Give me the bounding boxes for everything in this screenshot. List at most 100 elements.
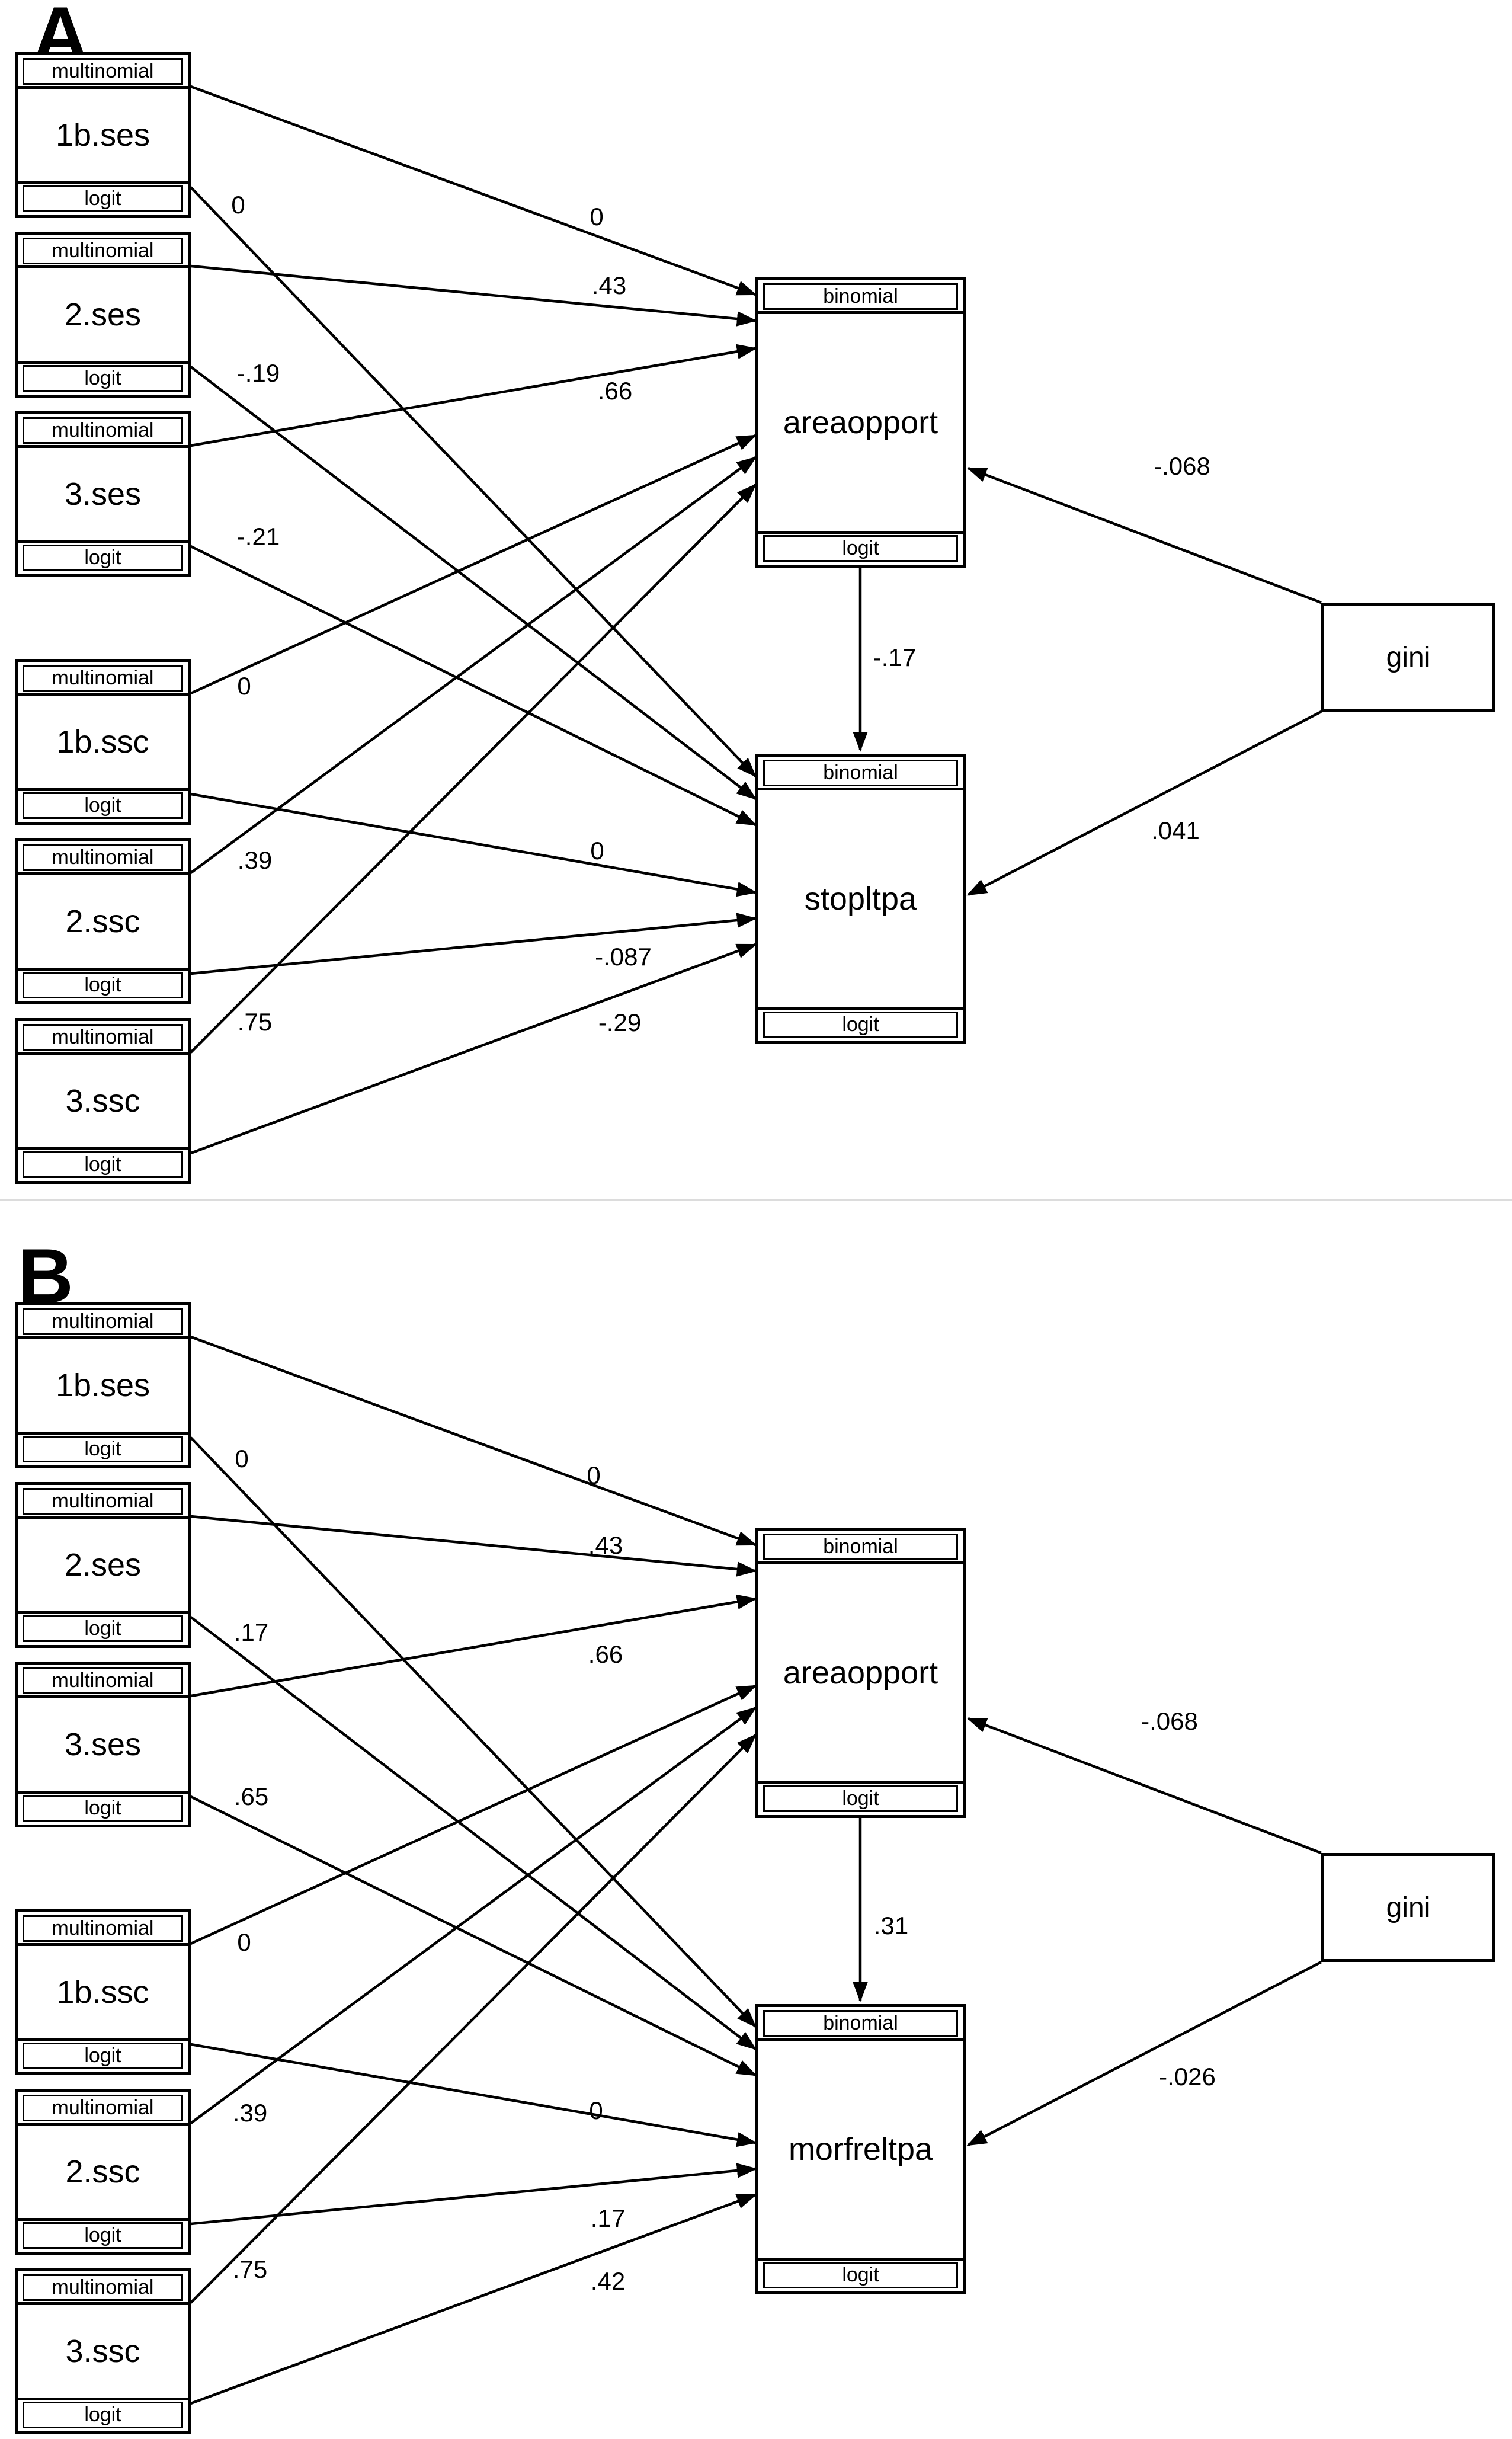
path-2ses-to-morfreltpa-b bbox=[190, 1616, 757, 2050]
coef-gini-areaopport-a: -.068 bbox=[1154, 452, 1210, 480]
path-3ssc-to-stopltpa-a bbox=[190, 943, 757, 1155]
family-band: multinomial bbox=[23, 2274, 183, 2301]
family-band: multinomial bbox=[23, 844, 183, 871]
family-band: binomial bbox=[763, 1534, 958, 1560]
path-2ses-to-areaopport-b bbox=[190, 1515, 757, 1577]
path-1bssc-to-areaopport-b bbox=[190, 1684, 757, 1945]
path-2ssc-to-morfreltpa-b bbox=[190, 2163, 757, 2226]
node-label: 1b.ses bbox=[18, 1336, 188, 1435]
path-gini-to-areaopport-a bbox=[966, 466, 1322, 604]
node-2-ses-a: multinomial 2.ses logit bbox=[15, 232, 191, 398]
node-2-ses-b: multinomial 2.ses logit bbox=[15, 1482, 191, 1648]
path-2ssc-to-stopltpa-a bbox=[190, 913, 757, 975]
path-gini-to-areaopport-b bbox=[966, 1717, 1322, 1855]
node-3-ssc-a: multinomial 3.ssc logit bbox=[15, 1018, 191, 1184]
path-3ses-to-morfreltpa-b bbox=[190, 1795, 757, 2077]
link-band: logit bbox=[23, 365, 183, 392]
path-1bses-to-stopltpa-a bbox=[190, 186, 757, 778]
family-band: multinomial bbox=[23, 58, 183, 85]
node-label: 3.ssc bbox=[18, 2302, 188, 2400]
family-band: multinomial bbox=[23, 417, 183, 444]
coef-1bses-areaopport-b: 0 bbox=[587, 1461, 601, 1489]
node-label: 1b.ses bbox=[18, 86, 188, 184]
path-1bssc-to-areaopport-a bbox=[190, 434, 757, 695]
family-band: binomial bbox=[763, 2010, 958, 2037]
coef-1bses-stopltpa-a: 0 bbox=[231, 191, 245, 219]
coef-3ssc-areaopport-b: .75 bbox=[232, 2255, 268, 2283]
coef-areaopport-morfreltpa-b: .31 bbox=[873, 1912, 909, 1939]
path-3ses-to-areaopport-a bbox=[190, 344, 757, 447]
link-band: logit bbox=[763, 1785, 958, 1812]
coef-1bses-areaopport-a: 0 bbox=[590, 203, 604, 231]
node-label: 1b.ssc bbox=[18, 1943, 188, 2041]
node-2-ssc-b: multinomial 2.ssc logit bbox=[15, 2089, 191, 2255]
node-label: 2.ses bbox=[18, 265, 188, 364]
node-label: 3.ssc bbox=[18, 1052, 188, 1150]
coef-3ses-areaopport-a: .66 bbox=[597, 377, 633, 405]
node-label: 2.ssc bbox=[18, 872, 188, 971]
node-gini-b: gini bbox=[1321, 1853, 1495, 1962]
family-band: binomial bbox=[763, 283, 958, 310]
link-band: logit bbox=[23, 972, 183, 998]
node-morfreltpa-b: binomial morfreltpa logit bbox=[755, 2004, 966, 2294]
coef-3ssc-areaopport-a: .75 bbox=[237, 1008, 273, 1036]
family-band: multinomial bbox=[23, 2095, 183, 2121]
coef-2ssc-areaopport-a: .39 bbox=[237, 846, 273, 874]
node-label: 3.ses bbox=[18, 445, 188, 543]
coef-areaopport-stopltpa-a: -.17 bbox=[873, 644, 917, 671]
node-1b-ses-b: multinomial 1b.ses logit bbox=[15, 1302, 191, 1468]
node-label: areaopport bbox=[758, 311, 963, 534]
coef-2ssc-stopltpa-a: -.087 bbox=[595, 943, 652, 971]
link-band: logit bbox=[23, 185, 183, 212]
path-3ssc-to-morfreltpa-b bbox=[190, 2193, 757, 2405]
coef-3ssc-morfreltpa-b: .42 bbox=[590, 2267, 626, 2295]
node-3-ses-a: multinomial 3.ses logit bbox=[15, 411, 191, 577]
path-2ses-to-stopltpa-a bbox=[190, 366, 757, 800]
node-label: 3.ses bbox=[18, 1695, 188, 1794]
family-band: multinomial bbox=[23, 238, 183, 264]
coef-gini-morfreltpa-b: -.026 bbox=[1159, 2063, 1216, 2091]
node-3-ses-b: multinomial 3.ses logit bbox=[15, 1662, 191, 1827]
path-gini-to-morfreltpa-b bbox=[966, 1961, 1322, 2146]
family-band: multinomial bbox=[23, 1915, 183, 1942]
link-band: logit bbox=[23, 1151, 183, 1178]
coef-3ssc-stopltpa-a: -.29 bbox=[598, 1009, 642, 1036]
coef-2ssc-morfreltpa-b: .17 bbox=[590, 2204, 626, 2232]
node-label: 2.ssc bbox=[18, 2123, 188, 2221]
coef-2ses-areaopport-b: .43 bbox=[588, 1531, 623, 1559]
path-2ssc-to-areaopport-a bbox=[190, 456, 757, 874]
node-2-ssc-a: multinomial 2.ssc logit bbox=[15, 838, 191, 1004]
node-areaopport-a: binomial areaopport logit bbox=[755, 277, 966, 568]
path-2ses-to-areaopport-a bbox=[190, 264, 757, 327]
node-stopltpa-a: binomial stopltpa logit bbox=[755, 754, 966, 1044]
coef-3ses-areaopport-b: .66 bbox=[588, 1640, 623, 1668]
node-label: morfreltpa bbox=[758, 2038, 963, 2261]
path-1bses-to-morfreltpa-b bbox=[190, 1436, 757, 2028]
coef-gini-areaopport-b: -.068 bbox=[1141, 1707, 1198, 1735]
coef-2ses-areaopport-a: .43 bbox=[591, 271, 627, 299]
coef-1bssc-morfreltpa-b: 0 bbox=[589, 2096, 603, 2124]
link-band: logit bbox=[23, 1436, 183, 1462]
link-band: logit bbox=[763, 2262, 958, 2288]
coef-1bssc-stopltpa-a: 0 bbox=[590, 837, 604, 865]
path-3ses-to-stopltpa-a bbox=[190, 545, 757, 827]
path-1bses-to-areaopport-b bbox=[190, 1335, 757, 1547]
node-gini-a: gini bbox=[1321, 603, 1495, 712]
family-band: multinomial bbox=[23, 1488, 183, 1515]
coef-1bssc-areaopport-b: 0 bbox=[237, 1928, 251, 1956]
path-3ses-to-areaopport-b bbox=[190, 1594, 757, 1698]
link-band: logit bbox=[23, 2222, 183, 2249]
node-areaopport-b: binomial areaopport logit bbox=[755, 1528, 966, 1818]
family-band: multinomial bbox=[23, 1308, 183, 1335]
node-1b-ssc-b: multinomial 1b.ssc logit bbox=[15, 1909, 191, 2075]
link-band: logit bbox=[763, 535, 958, 562]
link-band: logit bbox=[23, 1795, 183, 1822]
panel-divider bbox=[0, 1199, 1512, 1201]
coef-2ses-stopltpa-a: -.19 bbox=[236, 359, 280, 387]
family-band: multinomial bbox=[23, 1667, 183, 1694]
node-label: areaopport bbox=[758, 1561, 963, 1784]
link-band: logit bbox=[23, 2402, 183, 2428]
panel-b-label: B bbox=[18, 1233, 73, 1319]
link-band: logit bbox=[23, 545, 183, 571]
